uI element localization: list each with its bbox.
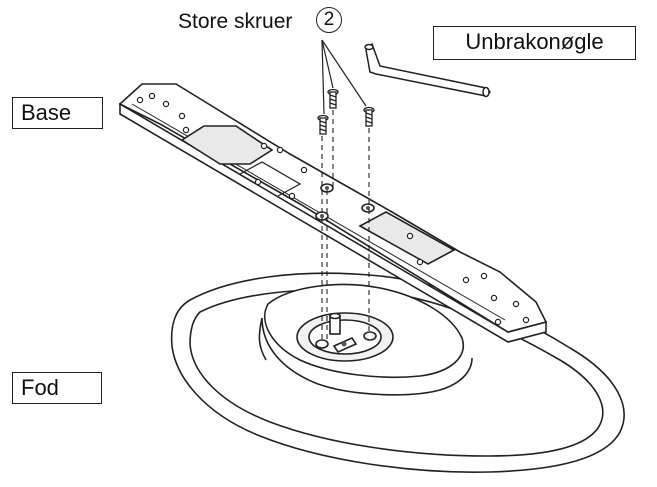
base-recess-right [358,211,456,265]
stand-foot [170,272,625,473]
base-recess-left [180,125,274,165]
allen-key-icon [364,42,492,98]
foot-hub-side [261,317,473,396]
base-label: Base [12,97,103,129]
hex-key-label: Unbrakonøgle [433,26,636,60]
screw-callout-lines [321,39,367,115]
base-plate [118,83,548,343]
assembly-guide-lines [321,110,370,340]
screw-count-badge: 2 [316,7,342,33]
base-holes [136,92,530,326]
foot-boss-left [315,339,329,349]
screws-label: Store skruer [178,10,293,33]
screw-icon [317,88,375,135]
foot-boss-right [363,331,377,341]
foot-label: Fod [12,372,102,404]
